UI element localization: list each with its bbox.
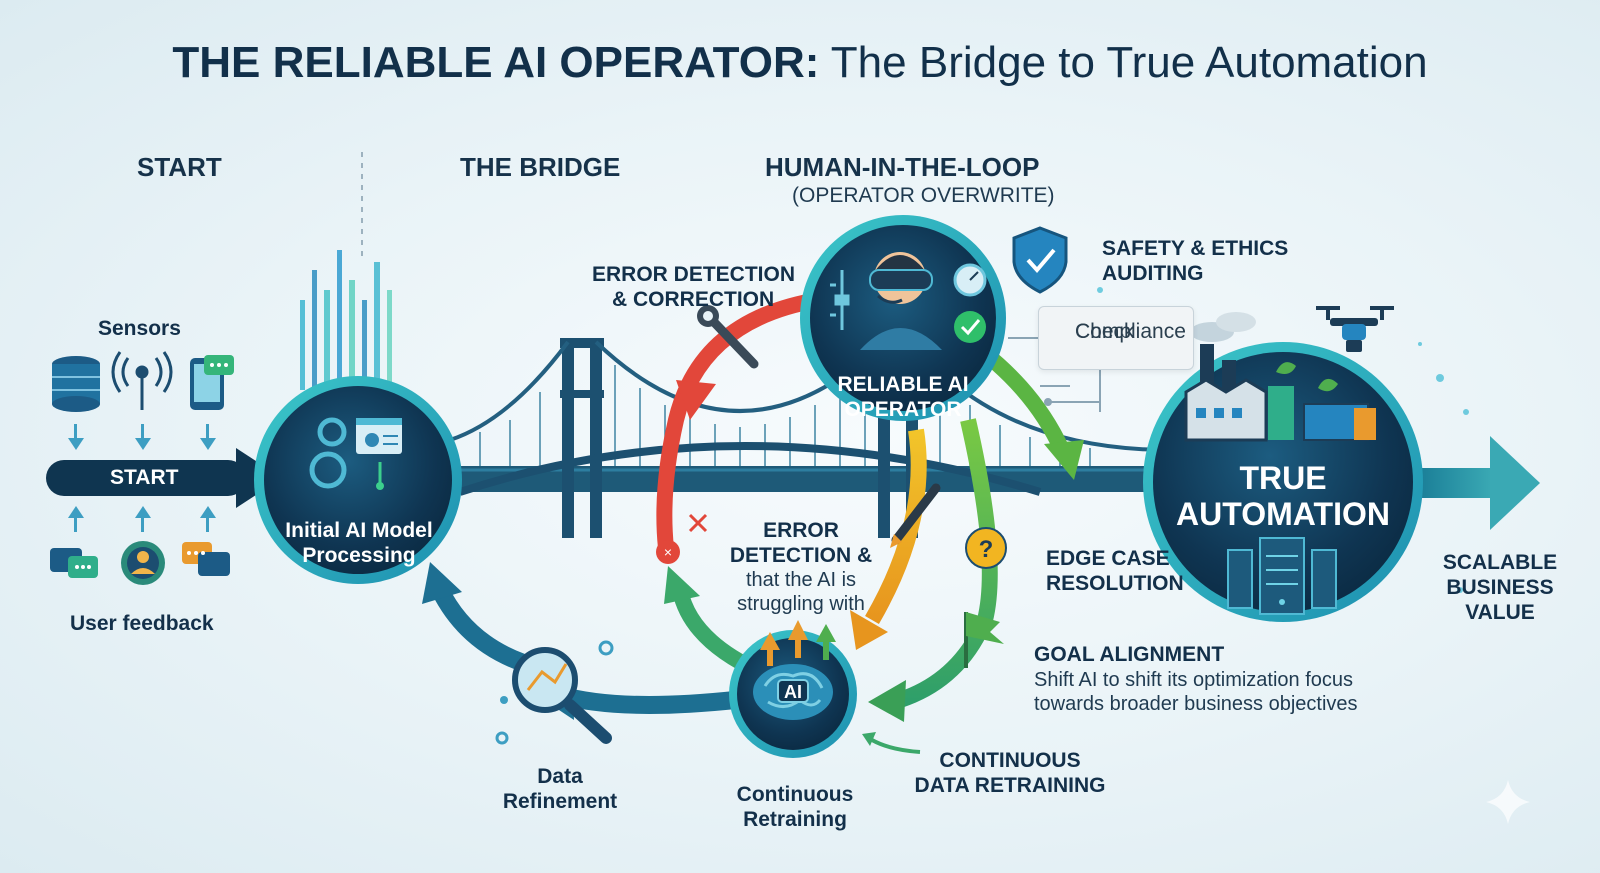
- goal-alignment-title: GOAL ALIGNMENT: [1034, 643, 1225, 666]
- brain-icon: [753, 664, 833, 720]
- x-mark-icon: [688, 513, 708, 533]
- antenna-icon: [111, 351, 173, 410]
- uplift-arrows: [760, 620, 836, 666]
- header-hitl-sub: (OPERATOR OVERWRITE): [792, 184, 1055, 207]
- bridge-arch: [458, 442, 1042, 496]
- gauge-icon: [953, 263, 987, 297]
- shield-check-icon: [1012, 226, 1068, 294]
- green-goal-arrow: [897, 418, 998, 708]
- continuous-data-arrow: [871, 738, 921, 754]
- wrench-icon: [697, 305, 759, 369]
- flag-icon: [964, 612, 1004, 668]
- input-arrows-down: [68, 424, 216, 450]
- sparkle-icon: [1097, 287, 1469, 593]
- exit-arrow: [1420, 436, 1540, 530]
- factory-icon: [1184, 312, 1376, 442]
- gear-icon: [309, 417, 347, 489]
- server-icon: [1227, 537, 1337, 615]
- chat-icon: [50, 548, 98, 578]
- drone-icon: [1316, 306, 1394, 352]
- start-arrow-label: START: [110, 466, 179, 489]
- operator-node: [800, 215, 1006, 421]
- question-icon: ?: [965, 527, 1007, 569]
- svg-text:×: ×: [664, 544, 672, 560]
- watermark-sparkle-icon: [1486, 780, 1530, 824]
- user-gear-icon: [121, 541, 165, 585]
- header-hitl: HUMAN-IN-THE-LOOP: [765, 152, 1040, 182]
- error-correction-label: ERROR DETECTION& CORRECTION: [592, 263, 796, 311]
- message-icon: [182, 542, 230, 576]
- code-window-icon: [356, 418, 402, 454]
- magnifier-icon: [495, 640, 614, 745]
- error-detection-mid-label: ERROR DETECTION & that the AI is struggl…: [729, 519, 873, 615]
- user-feedback-label: User feedback: [70, 612, 214, 635]
- ai-badge: AI: [784, 682, 802, 702]
- check-badge-icon: [954, 311, 986, 343]
- pen-icon: [890, 483, 941, 548]
- sensors-label: Sensors: [98, 317, 181, 340]
- brain-node: [729, 620, 857, 758]
- phone-chat-icon: [190, 355, 234, 410]
- header-bridge: THE BRIDGE: [460, 152, 621, 182]
- database-icon: [52, 356, 100, 412]
- data-stream-bars: [300, 250, 392, 390]
- header-start: START: [137, 152, 222, 182]
- slider-controls: [830, 270, 850, 330]
- svg-text:?: ?: [979, 536, 994, 563]
- data-refinement-arrow: [557, 686, 736, 714]
- page-title: THE RELIABLE AI OPERATOR: The Bridge to …: [172, 38, 1428, 87]
- error-correction-arrow: [656, 292, 820, 549]
- input-arrows-up: [68, 506, 216, 532]
- operator-avatar: [860, 252, 942, 350]
- initial-model-node: [254, 376, 462, 584]
- goal-alignment-desc: Shift AI to shift its optimization focus…: [1034, 669, 1358, 715]
